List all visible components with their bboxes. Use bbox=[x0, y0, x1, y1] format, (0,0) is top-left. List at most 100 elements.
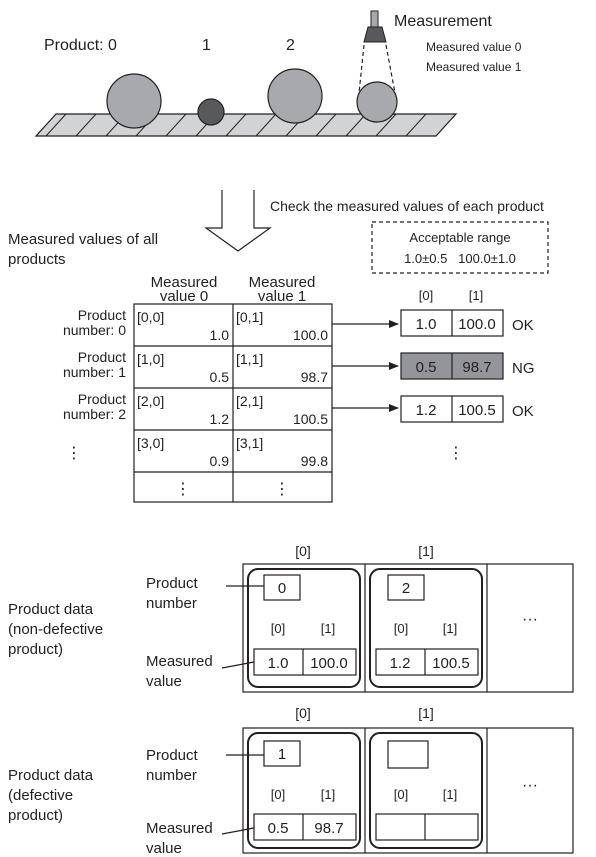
slot-0-v0: 1.0 bbox=[268, 655, 289, 672]
row-label-1-line2: number: 1 bbox=[63, 364, 126, 380]
defective-slot-index-1: [1] bbox=[418, 705, 434, 721]
table-ellipsis-col0: ⋮ bbox=[175, 481, 191, 498]
measured-value-leader bbox=[221, 661, 255, 669]
slot-1-sub-index-0: [0] bbox=[394, 621, 408, 636]
measured-value-label-line1: Measured bbox=[146, 653, 213, 670]
defective-slot-1-sub-index-0: [0] bbox=[394, 787, 408, 802]
result-row-2-v1: 100.5 bbox=[458, 402, 496, 419]
sensor-icon bbox=[358, 10, 396, 94]
defective-product-data: Product data (defective product) Product… bbox=[8, 705, 574, 857]
row-label-2-line2: number: 2 bbox=[63, 406, 126, 422]
result-row-1-v1: 98.7 bbox=[462, 359, 491, 376]
non-defective-label-line1: Product data bbox=[8, 601, 94, 618]
defective-slot-0-v0: 0.5 bbox=[268, 820, 289, 837]
product-number-label-line1: Product bbox=[146, 575, 199, 592]
slot-1-v0: 1.2 bbox=[390, 655, 411, 672]
check-arrows bbox=[332, 320, 399, 412]
cell-0-0-value: 1.0 bbox=[210, 327, 230, 343]
sensor-title: Measurement bbox=[394, 13, 492, 30]
slot-index-1: [1] bbox=[418, 543, 434, 559]
result-index-1: [1] bbox=[469, 288, 483, 303]
cell-2-0-index: [2,0] bbox=[137, 393, 164, 409]
acceptable-range-title: Acceptable range bbox=[409, 230, 510, 245]
cell-2-1-index: [2,1] bbox=[236, 393, 263, 409]
cell-1-0-value: 0.5 bbox=[210, 369, 230, 385]
defective-measured-value-label-line2: value bbox=[146, 840, 182, 857]
sensor-value-1: Measured value 1 bbox=[426, 60, 522, 74]
col0-header-line2: value 0 bbox=[160, 288, 208, 305]
cell-1-1-value: 98.7 bbox=[301, 369, 328, 385]
non-defective-label-line2: (non-defective bbox=[8, 621, 103, 638]
cell-2-1-value: 100.5 bbox=[293, 411, 328, 427]
defective-label-line2: (defective bbox=[8, 787, 73, 804]
row-label-0-line2: number: 0 bbox=[63, 322, 126, 338]
measured-value-label-line2: value bbox=[146, 673, 182, 690]
defective-label-line3: product) bbox=[8, 807, 63, 824]
defective-more: ··· bbox=[522, 777, 538, 794]
all-products-label-line2: products bbox=[8, 251, 66, 268]
col0-header-line1: Measured bbox=[151, 274, 218, 291]
cell-0-1-value: 100.0 bbox=[293, 327, 328, 343]
measured-values-table: Measured value 0 Measured value 1 Produc… bbox=[63, 274, 333, 503]
product-0-label: Product: 0 bbox=[44, 37, 117, 54]
table-ellipsis-col1: ⋮ bbox=[274, 481, 290, 498]
cell-3-0-value: 0.9 bbox=[210, 453, 230, 469]
result-row-1-v0: 0.5 bbox=[416, 359, 437, 376]
result-row-0-status: OK bbox=[512, 317, 534, 334]
non-defective-more: ··· bbox=[522, 611, 538, 628]
non-defective-slot-0 bbox=[247, 568, 361, 688]
defective-slot-0-v1: 98.7 bbox=[314, 820, 343, 837]
row-label-2-line1: Product bbox=[78, 391, 126, 407]
result-row-0-v1: 100.0 bbox=[458, 316, 496, 333]
slot-1-v1: 100.5 bbox=[432, 655, 470, 672]
table-grid bbox=[133, 303, 333, 503]
defective-array-frame bbox=[242, 727, 574, 854]
defective-measured-value-leader bbox=[221, 827, 255, 835]
cell-3-0-index: [3,0] bbox=[137, 435, 164, 451]
cell-1-1-index: [1,1] bbox=[236, 351, 263, 367]
result-index-0: [0] bbox=[419, 288, 433, 303]
product-0-shape bbox=[106, 73, 162, 129]
defective-slot-0-sub-index-1: [1] bbox=[321, 787, 335, 802]
product-1-shape bbox=[197, 98, 225, 126]
row-ellipsis: ⋮ bbox=[66, 445, 82, 462]
slot-1-sub-index-1: [1] bbox=[443, 621, 457, 636]
step-caption: Check the measured values of each produc… bbox=[270, 198, 544, 214]
product-1-label: 1 bbox=[202, 37, 211, 54]
defective-slot-0-sub-index-0: [0] bbox=[271, 787, 285, 802]
acceptable-range-box bbox=[371, 221, 549, 274]
sensor-value-0: Measured value 0 bbox=[426, 40, 522, 54]
col1-header-line2: value 1 bbox=[258, 288, 306, 305]
slot-index-0: [0] bbox=[295, 543, 311, 559]
result-row-1-status: NG bbox=[512, 360, 535, 377]
cell-3-1-value: 99.8 bbox=[301, 453, 328, 469]
down-arrow-icon bbox=[204, 190, 272, 252]
result-row-2-v0: 1.2 bbox=[416, 402, 437, 419]
result-ellipsis: ⋮ bbox=[448, 445, 464, 462]
slot-0-number: 0 bbox=[278, 580, 286, 597]
slot-0-sub-index-1: [1] bbox=[321, 621, 335, 636]
cell-3-1-index: [3,1] bbox=[236, 435, 263, 451]
non-defective-label-line3: product) bbox=[8, 641, 63, 658]
result-row-2-status: OK bbox=[512, 403, 534, 420]
slot-0-v1: 100.0 bbox=[310, 655, 348, 672]
product-2-label: 2 bbox=[286, 37, 295, 54]
all-products-label-line1: Measured values of all bbox=[8, 231, 158, 248]
defective-measured-value-label-line1: Measured bbox=[146, 820, 213, 837]
product-number-label-line2: number bbox=[146, 595, 197, 612]
cell-2-0-value: 1.2 bbox=[210, 411, 230, 427]
defective-product-number-label-line2: number bbox=[146, 767, 197, 784]
defective-slot-0-number: 1 bbox=[278, 746, 286, 763]
defective-slot-1 bbox=[369, 732, 483, 849]
col1-header-line1: Measured bbox=[249, 274, 316, 291]
product-2-shape bbox=[267, 68, 323, 124]
acceptable-range-values: 1.0±0.5 100.0±1.0 bbox=[404, 251, 516, 266]
product-3-shape bbox=[356, 81, 398, 123]
check-results: [0] [1] 1.0 100.0 OK 0.5 98.7 NG 1.2 100… bbox=[400, 288, 535, 462]
defective-label-line1: Product data bbox=[8, 767, 94, 784]
result-row-0-v0: 1.0 bbox=[416, 316, 437, 333]
defective-product-number-label-line1: Product bbox=[146, 747, 199, 764]
cell-0-0-index: [0,0] bbox=[137, 309, 164, 325]
row-label-1-line1: Product bbox=[78, 349, 126, 365]
slot-0-sub-index-0: [0] bbox=[271, 621, 285, 636]
